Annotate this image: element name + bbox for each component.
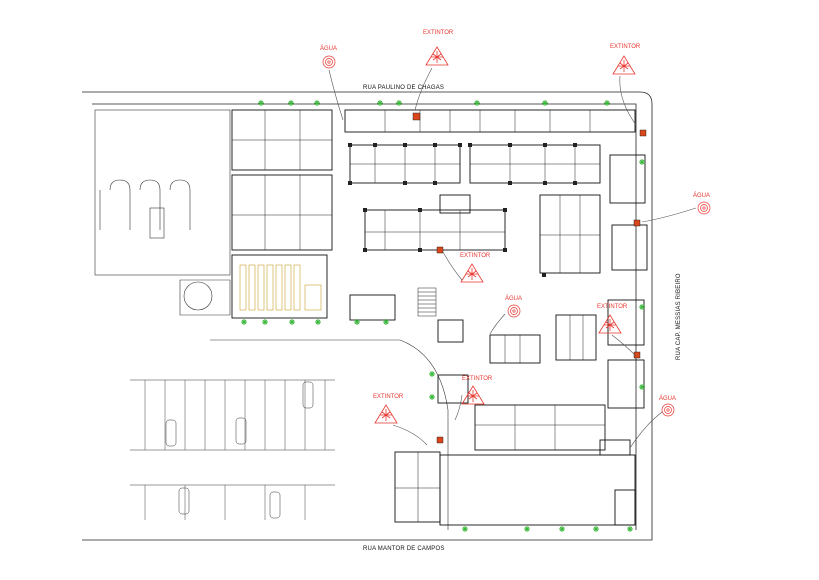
water-label-southeast: ÁGUA: [659, 396, 677, 402]
extinguisher-icon-center: [460, 263, 484, 283]
extinguisher-triangles: [374, 46, 636, 424]
water-label-east: ÁGUA: [693, 193, 711, 199]
extinguisher-icon-northeast: [612, 55, 636, 75]
water-icon-north: [322, 55, 336, 69]
extinguisher-icon-east: [598, 314, 622, 334]
parking-area: [94, 109, 449, 530]
street-label-south: RUA MANTOR DE CAMPOS: [363, 546, 445, 552]
parking-stall-lines: [144, 380, 326, 520]
street-label-north: RUA PAULINO DE CHAGAS: [363, 85, 445, 91]
water-icon-east: [697, 201, 711, 215]
extinguisher-label-north: EXTINTOR: [423, 30, 454, 36]
extinguisher-label-middle: EXTINTOR: [462, 376, 493, 382]
water-label-center: ÁGUA: [505, 296, 523, 302]
extinguisher-label-northeast: EXTINTOR: [610, 44, 641, 50]
auditorium-seating: [239, 264, 322, 311]
structural-columns: [348, 143, 577, 277]
site-boundary: [82, 91, 653, 541]
extinguisher-label-east: EXTINTOR: [597, 304, 628, 310]
building-walls: [231, 109, 648, 526]
water-label-north: ÁGUA: [320, 46, 338, 52]
parked-cars: [165, 381, 314, 519]
water-icon-center: [507, 304, 521, 318]
water-icon-southeast: [661, 403, 675, 417]
landscape-trees: [241, 100, 645, 532]
leader-arrows: [328, 67, 697, 449]
street-label-east: RUA CAP. MESSIAS RIBEIRO: [676, 273, 682, 360]
extinguisher-icon-north: [425, 46, 449, 66]
extinguisher-label-southwest: EXTINTOR: [373, 394, 404, 400]
fire-hydrant-boxes: [412, 112, 647, 444]
extinguisher-label-center: EXTINTOR: [460, 253, 491, 259]
extinguisher-icon-middle: [461, 385, 485, 405]
extinguisher-icon-southwest: [374, 404, 398, 424]
water-symbols: [322, 55, 711, 417]
staircase: [417, 287, 437, 317]
